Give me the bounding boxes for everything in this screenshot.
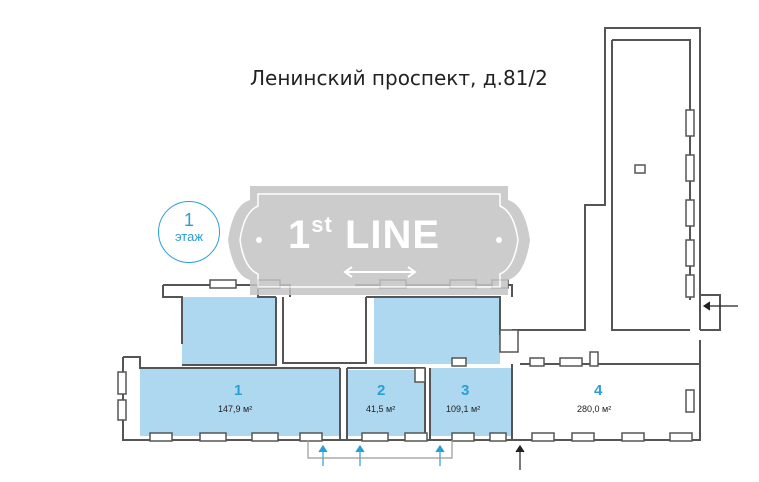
logo-word: LINE [344,213,441,257]
floor-badge: 1 этаж [158,201,220,263]
room-area-4: 280,0 м² [577,404,612,414]
room-area-1: 147,9 м² [218,404,253,414]
floor-label: этаж [174,229,204,244]
room-number-3: 3 [461,382,470,399]
room-area-3: 109,1 м² [446,404,481,414]
highlighted-area [140,297,512,436]
room-number-4: 4 [594,382,603,399]
room-number-1: 1 [234,382,243,399]
inner-details [414,329,599,383]
entrance-arrows [307,301,738,470]
room-area-2: 41,5 м² [366,404,396,414]
logo-number: 1 [288,213,312,257]
logo-overlay [228,186,530,295]
room-number-2: 2 [377,382,386,399]
floor-number: 1 [183,210,194,230]
page-title: Ленинский проспект, д.81/2 [250,66,548,90]
logo: 1st LINE [288,212,440,258]
logo-suffix: st [311,212,333,237]
